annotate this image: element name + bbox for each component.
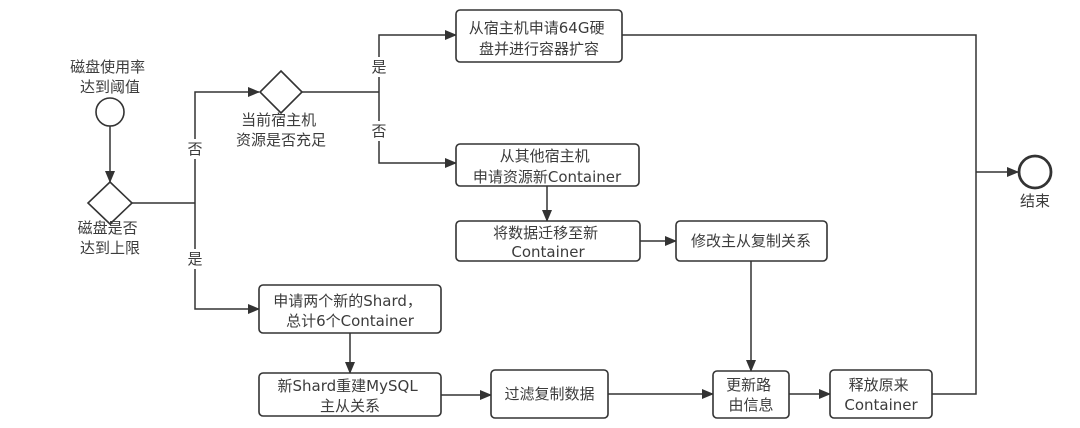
edge-label-text: 是	[371, 58, 386, 76]
edge-disk-limit-yes	[194, 203, 260, 314]
edge-host-resources-yes	[378, 30, 457, 92]
task-update-route-label: 更新路 由信息	[726, 376, 776, 414]
task-expand-disk-label: 从宿主机申请64G硬 盘并进行容器扩容	[469, 19, 610, 58]
task-apply-shards-label: 申请两个新的Shard， 总计6个Container	[273, 292, 426, 330]
task-box[interactable]	[455, 9, 623, 63]
start-circle[interactable]	[95, 97, 125, 127]
task-update-route[interactable]: 更新路 由信息	[712, 370, 790, 419]
task-box[interactable]	[258, 284, 442, 334]
task-box[interactable]	[455, 220, 641, 262]
edge-label-disk-limit-yes: 是	[186, 249, 204, 269]
task-new-container[interactable]: 从其他宿主机 申请资源新Container	[455, 143, 640, 187]
edge-label-host-resources-no: 否	[370, 121, 388, 141]
edge-expand-to-merge	[622, 34, 977, 172]
task-filter-data-label: 过滤复制数据	[504, 385, 594, 403]
edge-host-resources-no	[378, 92, 457, 168]
decision-disk-limit[interactable]: 磁盘是否 达到上限	[78, 180, 143, 257]
task-box[interactable]	[712, 370, 790, 419]
edge-label-text: 否	[187, 140, 202, 158]
task-rebuild-mysql[interactable]: 新Shard重建MySQL 主从关系	[258, 372, 442, 417]
task-expand-disk[interactable]: 从宿主机申请64G硬 盘并进行容器扩容	[455, 9, 623, 63]
edge-release-to-merge	[932, 172, 977, 395]
start-event-label: 磁盘使用率 达到阈值	[70, 58, 150, 96]
edge-label-disk-limit-no: 否	[186, 139, 204, 159]
decision-host-resources-label: 当前宿主机 资源是否充足	[236, 111, 326, 149]
task-migrate-data-label: 将数据迁移至新 Container	[493, 224, 603, 261]
task-migrate-data[interactable]: 将数据迁移至新 Container	[455, 220, 641, 262]
end-event-label: 结束	[1020, 192, 1050, 210]
start-event[interactable]: 磁盘使用率 达到阈值	[70, 58, 150, 127]
decision-diamond[interactable]	[258, 69, 304, 115]
edge-label-host-resources-yes: 是	[370, 57, 388, 77]
task-box[interactable]	[258, 372, 442, 417]
task-modify-replication[interactable]: 修改主从复制关系	[675, 220, 828, 262]
task-box[interactable]	[675, 220, 828, 262]
task-box[interactable]	[490, 369, 609, 419]
task-filter-data[interactable]: 过滤复制数据	[490, 369, 609, 419]
task-box[interactable]	[829, 369, 933, 419]
decision-disk-limit-label: 磁盘是否 达到上限	[78, 219, 143, 257]
task-rebuild-mysql-label: 新Shard重建MySQL 主从关系	[278, 377, 423, 415]
task-box[interactable]	[455, 143, 640, 187]
task-modify-replication-label: 修改主从复制关系	[691, 232, 811, 250]
end-circle[interactable]	[1017, 154, 1053, 190]
task-apply-shards[interactable]: 申请两个新的Shard， 总计6个Container	[258, 284, 442, 334]
edge-disk-limit-no	[194, 87, 260, 203]
task-release-container-label: 释放原来 Container	[844, 376, 918, 414]
edge-label-text: 是	[187, 250, 202, 268]
task-release-container[interactable]: 释放原来 Container	[829, 369, 933, 419]
edge-label-text: 否	[371, 122, 386, 140]
decision-host-resources[interactable]: 当前宿主机 资源是否充足	[236, 69, 326, 149]
end-event[interactable]: 结束	[1017, 154, 1053, 210]
task-new-container-label: 从其他宿主机 申请资源新Container	[473, 147, 622, 186]
decision-diamond[interactable]	[86, 180, 134, 226]
